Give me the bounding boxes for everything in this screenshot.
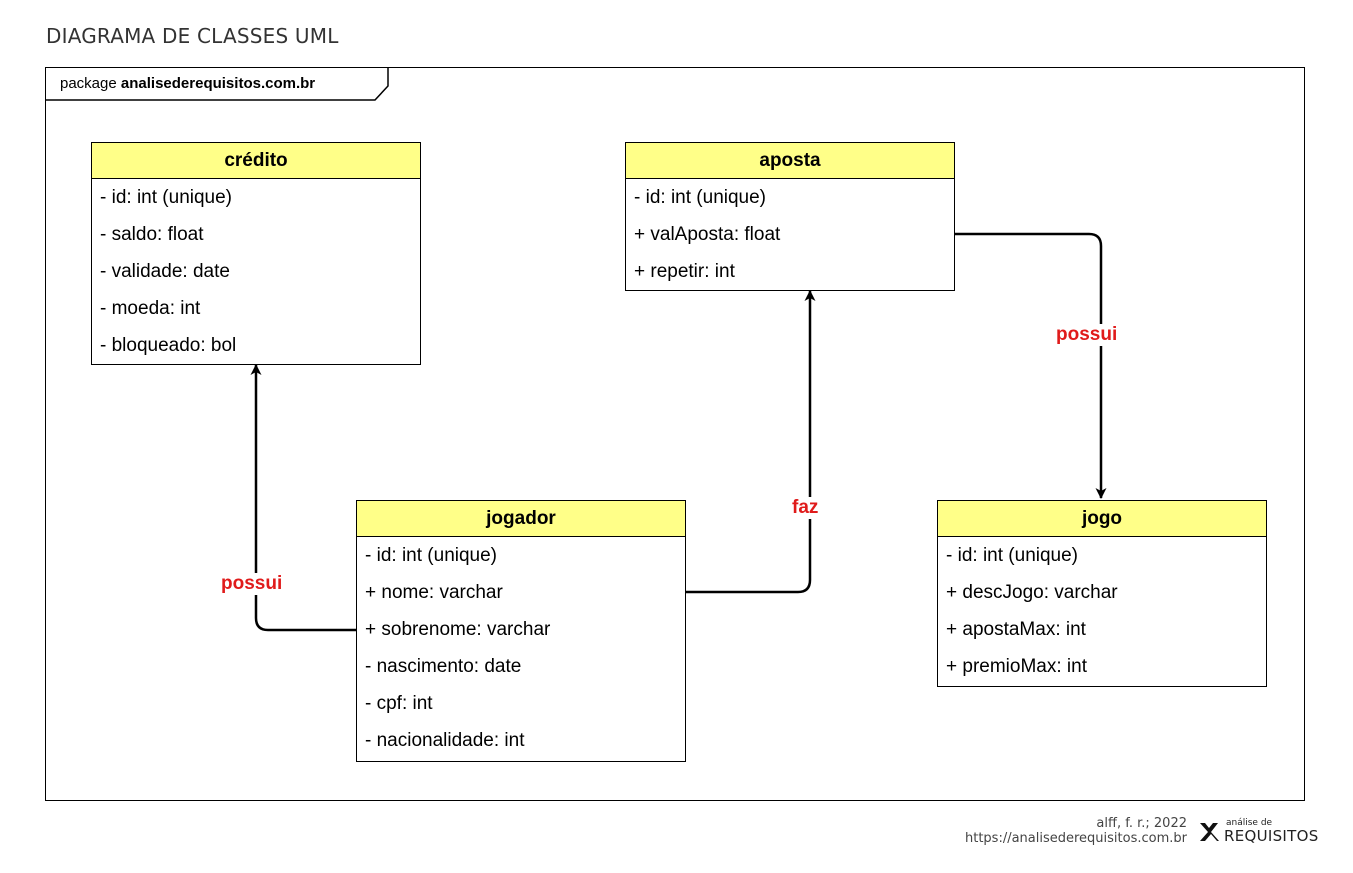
class-credito-attribute: - bloqueado: bol xyxy=(100,335,237,356)
class-jogo-attribute: + descJogo: varchar xyxy=(946,582,1118,603)
logo-x-icon xyxy=(1200,823,1219,841)
package-label: package analisederequisitos.com.br xyxy=(60,75,315,92)
class-jogador-attribute: + nome: varchar xyxy=(365,582,503,603)
class-jogador-attribute: - id: int (unique) xyxy=(365,545,498,566)
package-keyword: package xyxy=(60,75,117,92)
class-credito[interactable]: crédito - id: int (unique) - saldo: floa… xyxy=(91,142,421,365)
class-credito-name: crédito xyxy=(92,143,420,179)
package-tab-outline xyxy=(45,67,389,101)
class-jogador-attribute: - cpf: int xyxy=(365,693,433,714)
class-aposta-name: aposta xyxy=(626,143,954,179)
footer-url[interactable]: https://analisederequisitos.com.br xyxy=(964,831,1187,846)
class-credito-attribute: - moeda: int xyxy=(100,298,201,319)
package-name: analisederequisitos.com.br xyxy=(120,75,316,92)
association-label-aposta-jogo: possui xyxy=(1053,324,1121,346)
class-jogo-attribute: + premioMax: int xyxy=(946,656,1087,677)
footer-credits: alff, f. r.; 2022 https://analisederequi… xyxy=(965,816,1187,846)
association-label-jogador-aposta: faz xyxy=(789,497,822,519)
package-frame xyxy=(45,67,1305,801)
class-jogador[interactable]: jogador - id: int (unique) + nome: varch… xyxy=(356,500,686,762)
footer-author: alff, f. r.; 2022 xyxy=(1096,816,1187,831)
class-jogo-attribute: - id: int (unique) xyxy=(946,545,1079,566)
class-aposta-attribute: + valAposta: float xyxy=(634,224,781,245)
package-tab: package analisederequisitos.com.br xyxy=(45,67,390,101)
class-jogo[interactable]: jogo - id: int (unique) + descJogo: varc… xyxy=(937,500,1267,687)
class-jogador-attribute: - nacionalidade: int xyxy=(365,730,525,751)
logo-small-text: análise de xyxy=(1226,818,1273,828)
class-aposta-attribute: + repetir: int xyxy=(634,261,735,282)
class-aposta-attribute: - id: int (unique) xyxy=(634,187,767,208)
edge-jogador-aposta xyxy=(686,290,816,594)
class-jogador-name: jogador xyxy=(357,501,685,537)
class-credito-attribute: - id: int (unique) xyxy=(100,187,233,208)
logo-big-text: REQUISITOS xyxy=(1224,827,1319,845)
class-aposta[interactable]: aposta - id: int (unique) + valAposta: f… xyxy=(625,142,955,291)
page-title: DIAGRAMA DE CLASSES UML xyxy=(46,24,339,48)
class-credito-attribute: - saldo: float xyxy=(100,224,204,245)
edge-aposta-jogo xyxy=(955,232,1107,499)
brand-logo: análise de REQUISITOS xyxy=(1198,818,1318,846)
edge-jogador-credito xyxy=(250,364,356,632)
class-jogo-attribute: + apostaMax: int xyxy=(946,619,1086,640)
association-label-jogador-credito: possui xyxy=(218,573,286,595)
class-credito-attribute: - validade: date xyxy=(100,261,230,282)
class-jogador-attribute: - nascimento: date xyxy=(365,656,522,677)
class-jogador-attribute: + sobrenome: varchar xyxy=(365,619,551,640)
class-jogo-name: jogo xyxy=(938,501,1266,537)
